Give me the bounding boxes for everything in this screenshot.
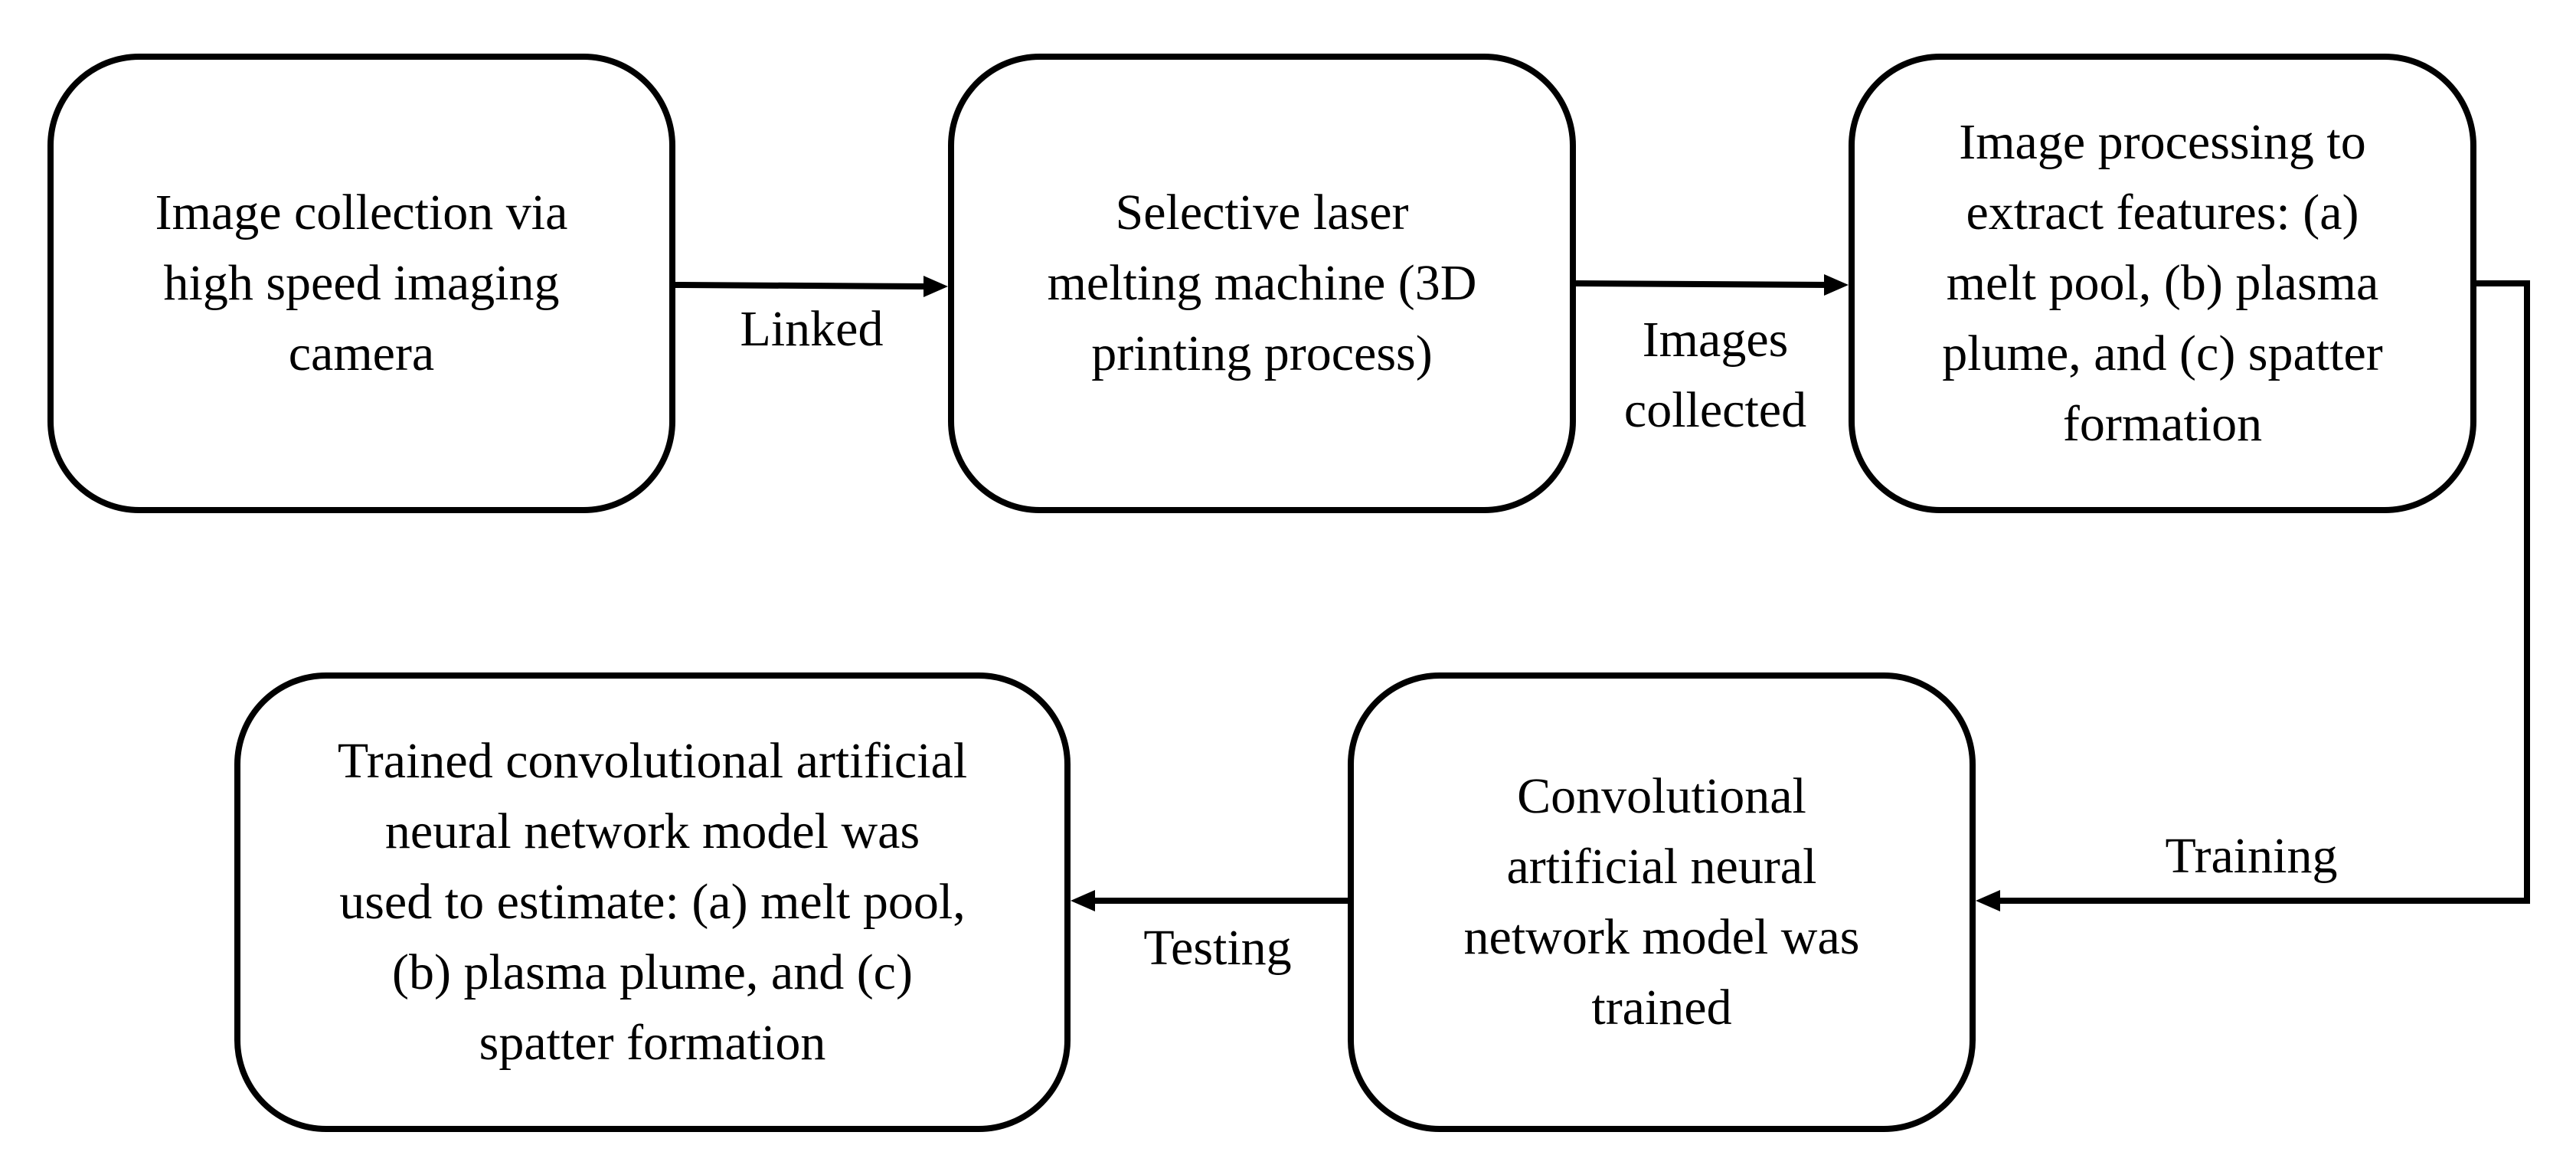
node-image-collection: Image collection via high speed imaging … [47,54,675,513]
node-trained-cnn-estimate-label: Trained convolutional artificial neural … [337,733,968,1071]
edge-label-training: Training [2165,828,2338,884]
node-cnn-trained-label: Convolutional artificial neural network … [1463,768,1860,1036]
node-trained-cnn-estimate: Trained convolutional artificial neural … [234,672,1071,1132]
node-selective-laser-melting-label: Selective laser melting machine (3D prin… [1047,185,1477,381]
node-image-collection-label: Image collection via high speed imaging … [155,185,568,381]
arrowhead-n2 [924,276,948,297]
arrowhead-n3 [1824,274,1849,296]
edge-label-testing: Testing [1143,920,1292,976]
node-cnn-trained: Convolutional artificial neural network … [1348,672,1976,1132]
arrowhead-n5 [1071,890,1095,911]
arrowhead-n4 [1976,890,2000,911]
edge-label-linked: Linked [740,301,884,357]
edge-label-images-collected: Images collected [1623,312,1807,438]
arrow-n2-to-n3 [1575,280,1832,288]
node-selective-laser-melting: Selective laser melting machine (3D prin… [948,54,1576,513]
arrow-n1-to-n2 [675,282,930,290]
node-image-processing: Image processing to extract features: (a… [1849,54,2476,513]
arrow-n3-to-n4 [1996,280,2530,904]
node-image-processing-label: Image processing to extract features: (a… [1942,114,2383,452]
